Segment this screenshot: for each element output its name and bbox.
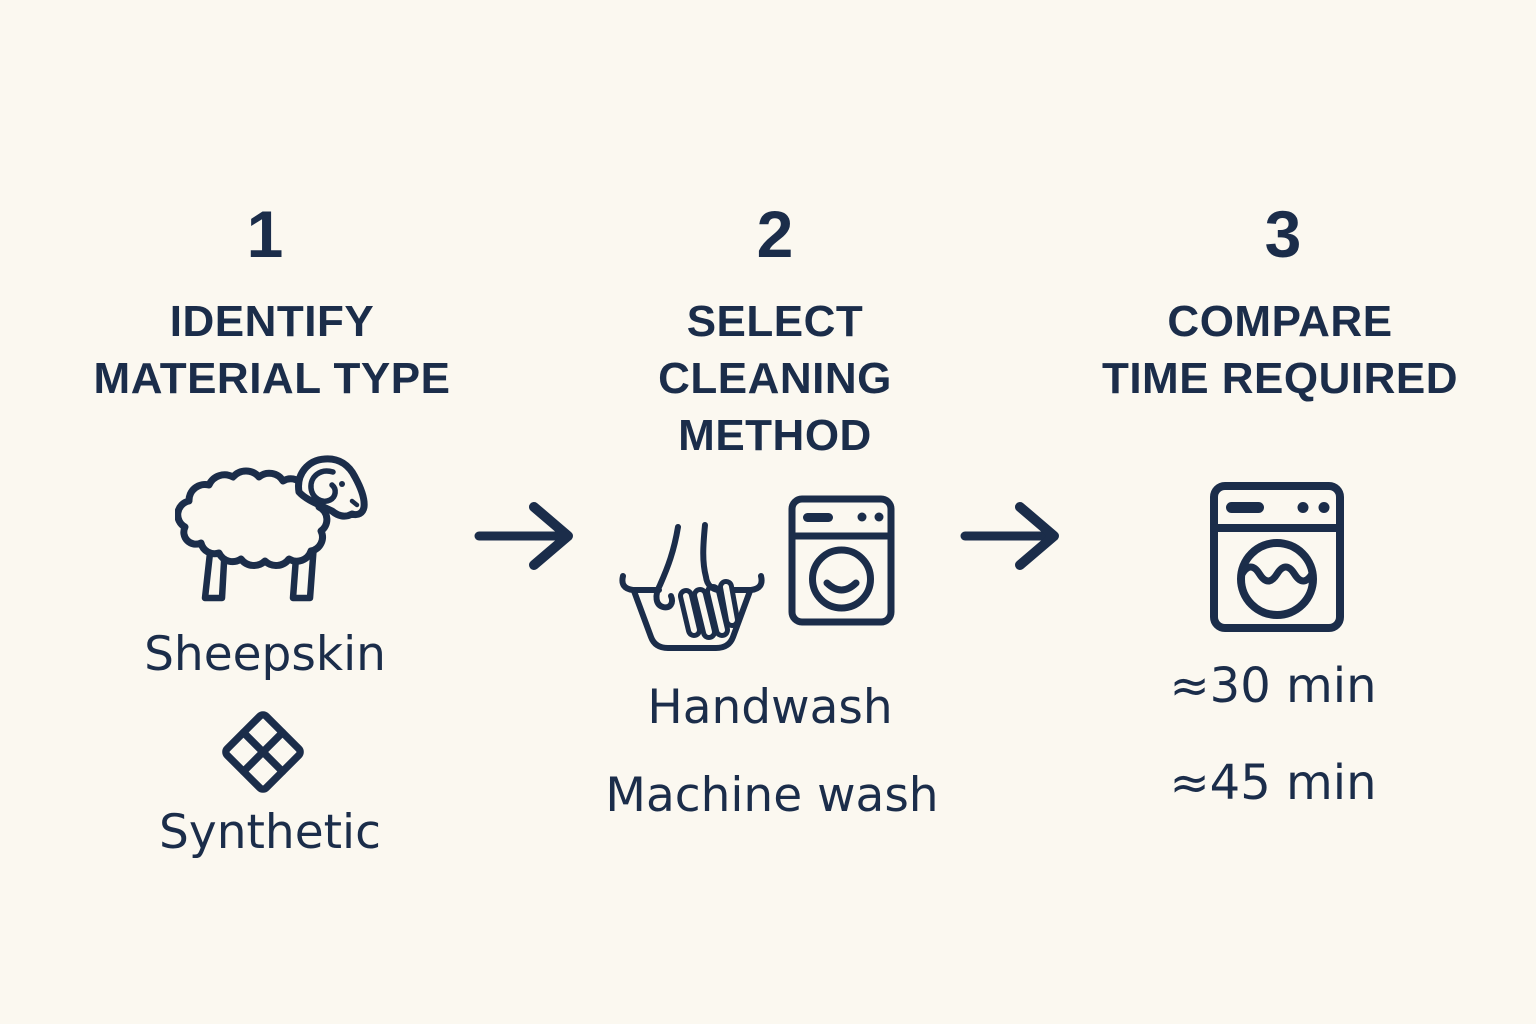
time-value-machine-wash: ≈45 min [1169,755,1377,811]
arrow-right-icon [474,502,573,570]
step-3-title: COMPARE TIME REQUIRED [1050,293,1510,407]
step-2-title-line-1: SELECT [686,297,864,346]
synthetic-diamond-icon [222,711,304,793]
step-2-number: 2 [756,197,794,271]
step-2-title-line-3: METHOD [678,411,872,460]
step-1-number: 1 [246,197,284,271]
step-3-title-line-2: TIME REQUIRED [1101,354,1459,403]
washing-machine-wave-icon [1210,482,1344,632]
step-2-title-line-2: CLEANING [658,354,892,403]
step-3-title-line-1: COMPARE [1167,297,1393,346]
step-3-number: 3 [1264,197,1302,271]
washing-machine-icon [788,495,895,626]
step-1-title-line-2: MATERIAL TYPE [93,354,451,403]
time-value-handwash: ≈30 min [1169,658,1377,714]
sheep-icon [175,455,368,602]
method-label-machine-wash: Machine wash [605,768,939,823]
step-1-title: IDENTIFY MATERIAL TYPE [42,293,502,407]
material-label-sheepskin: Sheepskin [144,627,386,682]
step-2-title: SELECT CLEANING METHOD [545,293,1005,464]
step-1-title-line-1: IDENTIFY [169,297,375,346]
handwash-basin-icon [619,522,765,651]
arrow-right-icon [960,502,1059,570]
material-label-synthetic: Synthetic [159,805,381,860]
method-label-handwash: Handwash [647,680,893,735]
